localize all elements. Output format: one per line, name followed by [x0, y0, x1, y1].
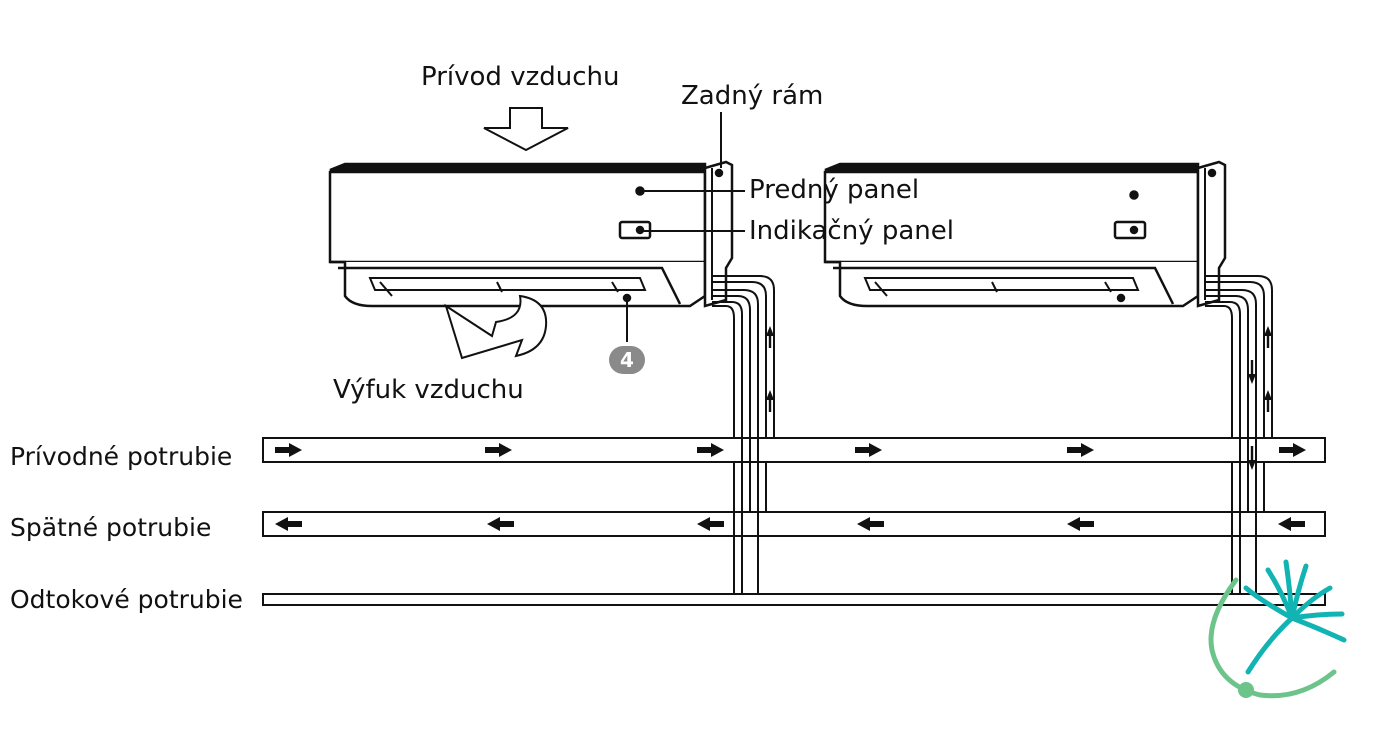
indoor-unit-left — [328, 160, 734, 308]
tube-flow-arrows-left — [766, 326, 774, 412]
drain-pipe-label: Odtokové potrubie — [10, 585, 243, 614]
arrow-right-icon — [697, 443, 724, 457]
front-panel-label: Predný panel — [749, 175, 920, 205]
connection-tubes-left — [712, 275, 775, 594]
arrow-right-icon — [855, 443, 882, 457]
indicator-panel-label: Indikačný panel — [749, 216, 954, 246]
indoor-unit-right — [823, 160, 1227, 308]
curved-arrow-icon — [444, 294, 548, 360]
leader-lines — [626, 112, 745, 342]
arrow-right-icon — [275, 443, 302, 457]
return-pipe-label: Spätné potrubie — [10, 513, 212, 542]
down-arrow-outline-icon — [483, 107, 569, 152]
return-pipe — [262, 511, 1326, 537]
arrow-right-icon — [485, 443, 512, 457]
tube-flow-arrows-right — [1248, 326, 1272, 470]
arrow-left-icon — [857, 517, 884, 531]
arrow-left-icon — [1067, 517, 1094, 531]
supply-pipe-label: Prívodné potrubie — [10, 442, 233, 471]
dandelion-logo-icon — [1208, 559, 1347, 699]
supply-flow-arrows — [275, 443, 1306, 457]
arrow-right-icon — [1279, 443, 1306, 457]
callout-badge: 4 — [609, 346, 645, 374]
return-flow-arrows — [275, 517, 1305, 531]
supply-pipe — [262, 437, 1326, 463]
air-intake-label: Prívod vzduchu — [421, 62, 620, 92]
arrow-left-icon — [275, 517, 302, 531]
arrow-right-icon — [1067, 443, 1094, 457]
connection-tubes-right — [1205, 275, 1273, 594]
arrow-left-icon — [697, 517, 724, 531]
air-exhaust-label: Výfuk vzduchu — [333, 375, 524, 405]
arrow-left-icon — [1278, 517, 1305, 531]
rear-frame-label: Zadný rám — [681, 81, 824, 111]
drain-pipe — [262, 593, 1326, 606]
arrow-left-icon — [487, 517, 514, 531]
